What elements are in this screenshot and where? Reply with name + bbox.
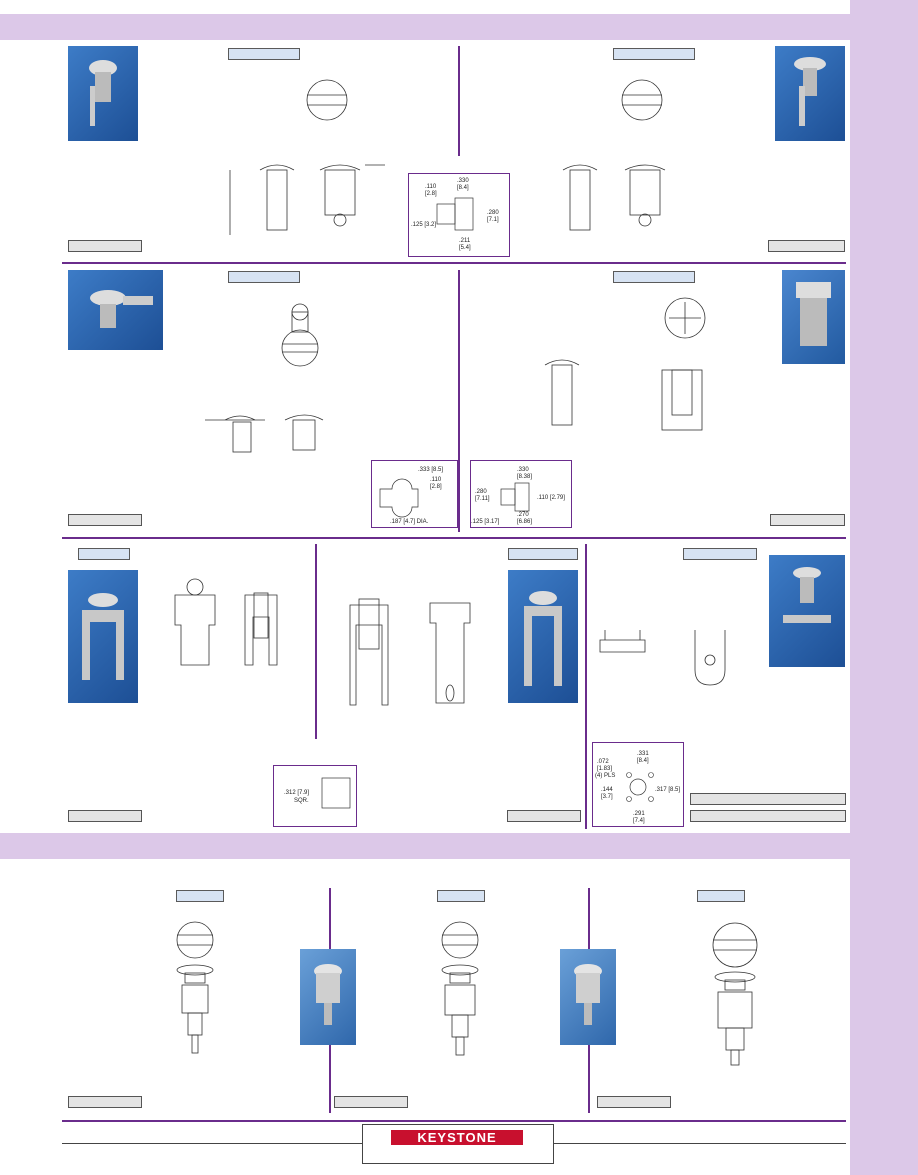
svg-text:[2.8]: [2.8] [430,484,442,490]
top-band [0,14,850,40]
svg-text:[8.4]: [8.4] [637,758,649,764]
part-number-box [334,1096,408,1108]
svg-text:(4) PLS: (4) PLS [595,773,615,779]
svg-text:.312 [7.9]: .312 [7.9] [284,790,309,796]
title-tab [437,890,485,902]
technical-drawing [140,915,240,1070]
divider-row2 [458,270,460,532]
logo-wordmark: KEYSTONE [391,1130,523,1145]
product-photo [782,270,845,364]
title-tab [683,548,757,560]
part-number-box [768,240,845,252]
technical-drawing [530,70,710,245]
title-tab [613,271,695,283]
middle-band [0,833,850,859]
part-number-box [68,240,142,252]
svg-text:.110: .110 [425,184,437,190]
svg-text:[1.83]: [1.83] [597,766,612,772]
title-tab [78,548,130,560]
keystone-logo: KEYSTONE [362,1124,554,1164]
svg-text:.110: .110 [430,477,442,483]
divider-row1 [458,46,460,156]
divider-h2 [62,537,846,539]
part-number-box [690,793,846,805]
footer-line [62,1120,846,1122]
technical-drawing [595,600,755,710]
technical-drawing [215,70,395,245]
svg-text:[2.8]: [2.8] [425,191,437,197]
svg-text:.331: .331 [637,751,649,757]
title-tab [697,890,745,902]
product-photo [508,570,578,703]
svg-text:[8.38]: [8.38] [517,474,532,480]
part-number-box [770,514,845,526]
svg-text:.291: .291 [633,811,645,817]
divider-row3a [315,544,317,739]
svg-text:.333 [8.5]: .333 [8.5] [418,467,443,473]
svg-text:.211: .211 [459,238,471,244]
svg-text:[7.4]: [7.4] [633,818,645,824]
title-tab [613,48,695,60]
product-photo [68,570,138,703]
pcb-footprint-b: .333 [8.5] .110 [2.8] .187 [4.7] DIA. [371,460,458,528]
title-tab [508,548,578,560]
pcb-footprint-c: .330 [8.38] .280 [7.11] .110 [2.79] .270… [470,460,572,528]
technical-drawing [670,915,780,1075]
svg-text:SQR.: SQR. [294,798,309,804]
pcb-footprint-a: .330 [8.4] .110 [2.8] .280 [7.1] .125 [3… [408,173,510,257]
product-photo [769,555,845,667]
svg-text:.072: .072 [597,759,609,765]
pcb-footprint-e: .331 [8.4] .072 [1.83] (4) PLS .317 [8.5… [592,742,684,827]
svg-text:[6.86]: [6.86] [517,519,532,525]
part-number-box [597,1096,671,1108]
svg-text:[3.7]: [3.7] [601,794,613,800]
svg-text:.125 [3.17]: .125 [3.17] [471,519,500,525]
part-number-box [507,810,581,822]
right-side-band [850,0,918,1175]
technical-drawing [400,915,500,1070]
part-number-box [68,1096,142,1108]
svg-text:.270: .270 [517,512,529,518]
product-photo [300,949,356,1045]
svg-text:[7.11]: [7.11] [475,496,490,502]
technical-drawing [335,575,495,720]
svg-text:.110 [2.79]: .110 [2.79] [537,495,565,501]
part-number-box [68,810,142,822]
part-number-box [690,810,846,822]
pcb-footprint-d: .312 [7.9] SQR. [273,765,357,827]
svg-text:.125 [3.2]: .125 [3.2] [411,222,436,228]
product-photo [68,270,163,350]
svg-text:.144: .144 [601,787,613,793]
divider-row3b [585,544,587,829]
title-tab [228,271,300,283]
svg-text:[5.4]: [5.4] [459,245,471,251]
title-tab [228,48,300,60]
technical-drawing [150,575,300,685]
svg-text:.187 [4.7] DIA.: .187 [4.7] DIA. [390,519,429,525]
svg-text:.317 [8.5]: .317 [8.5] [655,787,680,793]
product-photo [560,949,616,1045]
product-photo [775,46,845,141]
svg-text:[8.4]: [8.4] [457,185,469,191]
product-photo [68,46,138,141]
svg-text:.280: .280 [487,210,499,216]
title-tab [176,890,224,902]
divider-h1 [62,262,846,264]
part-number-box [68,514,142,526]
technical-drawing [530,290,730,440]
svg-text:.330: .330 [457,178,469,184]
svg-text:.280: .280 [475,489,487,495]
technical-drawing [185,290,355,470]
svg-text:.330: .330 [517,467,529,473]
svg-text:[7.1]: [7.1] [487,217,499,223]
